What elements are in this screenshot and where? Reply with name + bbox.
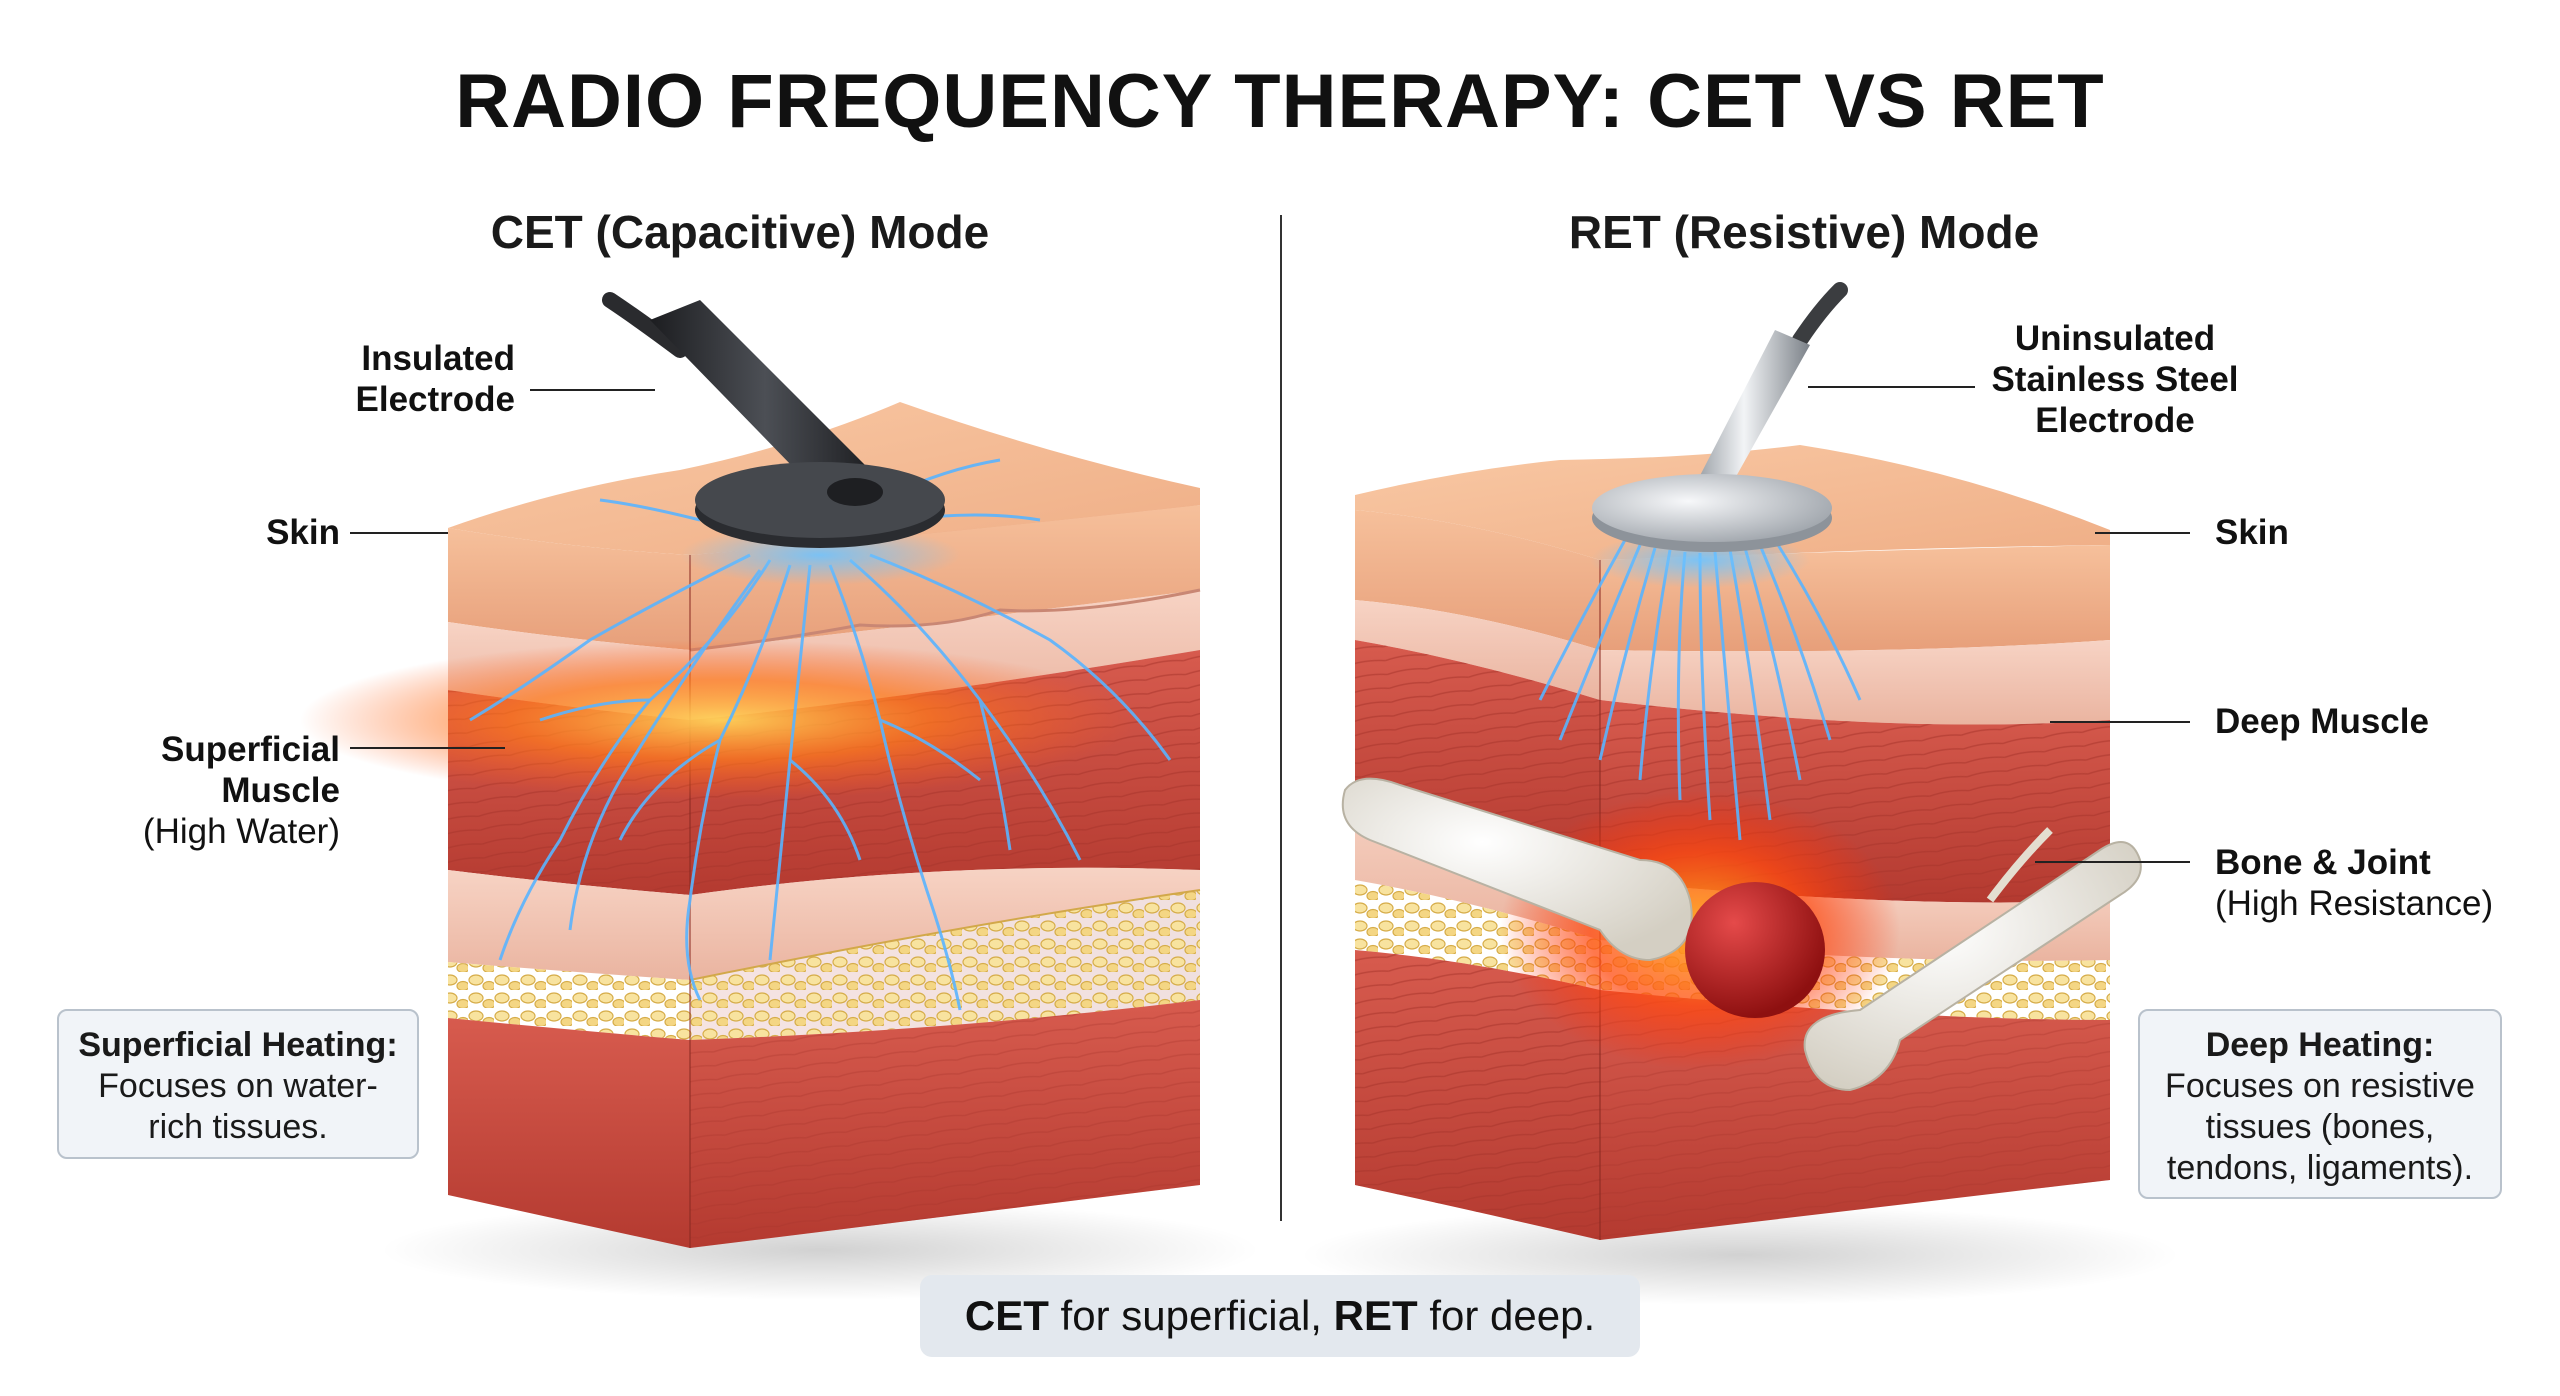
ret-note-title: Deep Heating: — [2205, 1026, 2435, 1064]
cet-electrode-label: Insulated Electrode — [355, 339, 516, 419]
cet-note-title: Superficial Heating: — [78, 1026, 398, 1064]
summary-banner: CET for superficial, RET for deep. — [920, 1275, 1640, 1357]
cet-muscle-name: Superficial Muscle — [161, 730, 340, 810]
cet-note-body: Focuses on water-rich tissues. — [98, 1067, 378, 1146]
ret-muscle-label: Deep Muscle — [2215, 702, 2429, 741]
ret-heading: RET (Resistive) Mode — [1568, 206, 2040, 258]
main-title: RADIO FREQUENCY THERAPY: CET VS RET — [455, 59, 2105, 144]
ret-skin-label: Skin — [2215, 513, 2289, 552]
cet-insulated-electrode — [602, 292, 945, 548]
ret-note-body: Focuses on resistive tissues (bones, ten… — [2165, 1067, 2475, 1187]
center-divider — [1280, 215, 1282, 1221]
ret-steel-electrode — [1592, 282, 1848, 552]
cet-skin-label: Skin — [266, 513, 340, 552]
cet-muscle-label: Superficial Muscle (High Water) — [100, 688, 340, 893]
footer-ret-text: for deep. — [1417, 1292, 1596, 1339]
ret-bone-label: Bone & Joint (High Resistance) — [2215, 842, 2535, 924]
cet-muscle-sub: (High Water) — [142, 812, 340, 851]
ret-note-box: Deep Heating: Focuses on resistive tissu… — [2138, 1009, 2502, 1199]
cet-tissue-block — [300, 292, 1260, 1300]
footer-ret-term: RET — [1333, 1292, 1418, 1339]
ret-bone-joint — [1341, 777, 2142, 1092]
ret-bone-sub: (High Resistance) — [2215, 884, 2494, 923]
cet-note-box: Superficial Heating: Focuses on water-ri… — [57, 1009, 419, 1159]
footer-cet-term: CET — [964, 1292, 1049, 1339]
ret-electrode-label: Uninsulated Stainless Steel Electrode — [1991, 319, 2239, 440]
footer-cet-text: for superficial, — [1048, 1292, 1334, 1339]
cet-energy-field — [469, 458, 1172, 1011]
ret-tissue-block — [1300, 282, 2180, 1305]
ret-bone-name: Bone & Joint — [2215, 843, 2431, 882]
cet-heading: CET (Capacitive) Mode — [490, 206, 990, 258]
